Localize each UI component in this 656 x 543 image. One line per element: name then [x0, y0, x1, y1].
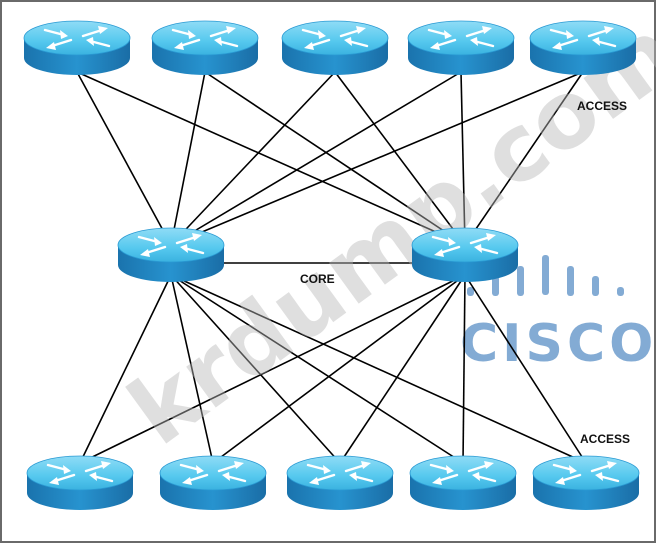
- router-icon: [410, 226, 520, 284]
- link-access-top-2-core-1: [170, 71, 206, 246]
- link-access-top-1-core-1: [76, 71, 172, 246]
- router-access-bottom-5[interactable]: [531, 454, 641, 512]
- router-icon: [25, 454, 135, 512]
- link-core-2-access-bottom-5: [464, 274, 587, 464]
- router-icon: [528, 19, 638, 77]
- router-icon: [150, 19, 260, 77]
- cisco-logo-bar: [567, 266, 574, 296]
- router-icon: [280, 19, 390, 77]
- router-access-top-5[interactable]: [528, 19, 638, 77]
- link-core-1-access-bottom-1: [79, 274, 172, 464]
- link-access-top-2-core-2: [204, 71, 466, 246]
- link-access-top-1-core-2: [76, 71, 466, 246]
- router-icon: [531, 454, 641, 512]
- link-access-top-4-core-2: [460, 71, 466, 246]
- cisco-logo-text: CISCO: [460, 314, 656, 374]
- router-access-top-4[interactable]: [406, 19, 516, 77]
- access-top-label: ACCESS: [577, 99, 627, 113]
- router-access-bottom-4[interactable]: [408, 454, 518, 512]
- router-core-2[interactable]: [410, 226, 520, 284]
- router-access-top-1[interactable]: [22, 19, 132, 77]
- link-core-1-access-bottom-5: [170, 274, 587, 464]
- router-icon: [285, 454, 395, 512]
- cisco-logo-bar: [517, 266, 524, 296]
- router-access-bottom-1[interactable]: [25, 454, 135, 512]
- cisco-logo-bar: [492, 276, 499, 296]
- link-core-1-access-bottom-3: [170, 274, 341, 464]
- router-access-top-2[interactable]: [150, 19, 260, 77]
- core-label: CORE: [300, 272, 335, 286]
- router-icon: [116, 226, 226, 284]
- link-core-2-access-bottom-1: [79, 274, 466, 464]
- router-access-bottom-3[interactable]: [285, 454, 395, 512]
- cisco-logo: CISCO: [460, 255, 656, 374]
- link-core-2-access-bottom-3: [339, 274, 466, 464]
- link-layer: [76, 71, 587, 464]
- link-access-top-4-core-1: [170, 71, 462, 246]
- link-core-2-access-bottom-2: [212, 274, 466, 464]
- link-access-top-3-core-1: [170, 71, 336, 246]
- router-access-bottom-2[interactable]: [158, 454, 268, 512]
- access-bottom-label: ACCESS: [580, 432, 630, 446]
- link-access-top-5-core-2: [464, 71, 584, 246]
- router-icon: [158, 454, 268, 512]
- router-access-top-3[interactable]: [280, 19, 390, 77]
- link-core-2-access-bottom-4: [462, 274, 466, 464]
- link-access-top-5-core-1: [170, 71, 584, 246]
- router-icon: [406, 19, 516, 77]
- link-core-1-access-bottom-2: [170, 274, 214, 464]
- router-icon: [408, 454, 518, 512]
- link-core-1-access-bottom-4: [170, 274, 464, 464]
- cisco-logo-bar: [467, 287, 474, 296]
- link-access-top-3-core-2: [334, 71, 466, 246]
- router-core-1[interactable]: [116, 226, 226, 284]
- cisco-logo-bar: [592, 276, 599, 296]
- cisco-logo-bar: [617, 287, 624, 296]
- cisco-logo-bar: [542, 255, 549, 295]
- router-icon: [22, 19, 132, 77]
